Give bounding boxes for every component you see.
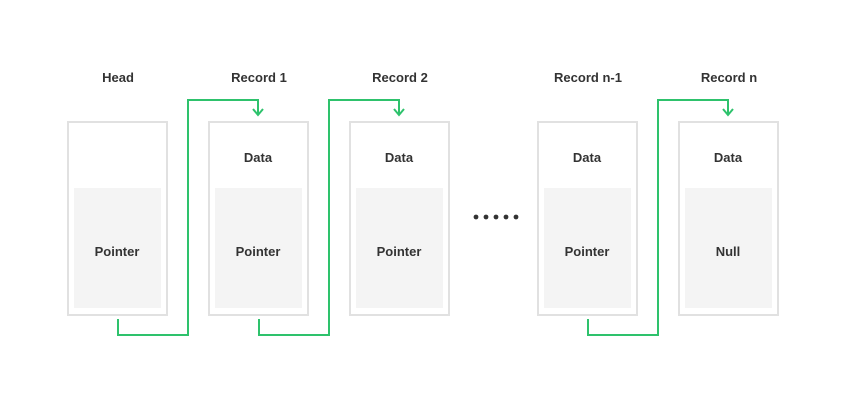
pointer-field	[74, 188, 161, 308]
ellipsis	[473, 214, 519, 220]
pointer-label: Pointer	[236, 244, 281, 259]
ellipsis-dot	[503, 214, 509, 220]
ellipsis-dot	[473, 214, 479, 220]
link-line	[258, 99, 400, 336]
data-label: Data	[573, 150, 602, 165]
node-title: Record n	[701, 70, 757, 85]
node-record-2: Record 2 Data Pointer	[349, 70, 450, 316]
null-label: Null	[716, 244, 741, 259]
link-line	[587, 99, 729, 336]
arrowhead-icon	[252, 108, 264, 117]
node-record-n: Record n Data Null	[678, 70, 779, 316]
node-title: Record n-1	[554, 70, 622, 85]
link-line	[117, 99, 259, 336]
node-record-n-minus-1: Record n-1 Data Pointer	[537, 70, 638, 316]
arrowhead-icon	[722, 108, 734, 117]
ellipsis-dot	[513, 214, 519, 220]
pointer-field	[685, 188, 772, 308]
pointer-field	[215, 188, 302, 308]
data-label: Data	[244, 150, 273, 165]
pointer-label: Pointer	[565, 244, 610, 259]
pointer-label: Pointer	[95, 244, 140, 259]
pointer-label: Pointer	[377, 244, 422, 259]
node-title: Record 2	[372, 70, 428, 85]
ellipsis-dot	[483, 214, 489, 220]
node-record-1: Record 1 Data Pointer	[208, 70, 309, 316]
pointer-field	[356, 188, 443, 308]
link-arrow-head-to-record-1	[117, 99, 264, 336]
pointer-field	[544, 188, 631, 308]
link-arrow-record-n-minus-1-to-record-n	[587, 99, 734, 336]
node-head: Head Pointer	[67, 70, 168, 316]
data-label: Data	[714, 150, 743, 165]
link-arrow-record-1-to-record-2	[258, 99, 405, 336]
data-label: Data	[385, 150, 414, 165]
node-title: Head	[102, 70, 134, 85]
ellipsis-dot	[493, 214, 499, 220]
node-title: Record 1	[231, 70, 287, 85]
arrowhead-icon	[393, 108, 405, 117]
